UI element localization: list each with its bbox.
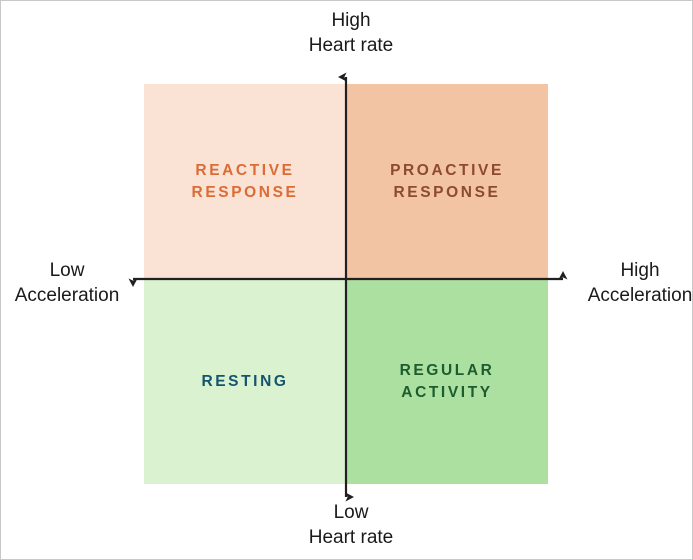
quadrant-label-proactive-response: PROACTIVE RESPONSE	[390, 161, 504, 201]
quadrant-label-reactive-response: REACTIVE RESPONSE	[191, 161, 299, 201]
axis-label-low-heart-rate: Low Heart rate	[308, 502, 394, 548]
quadrant-matrix: REACTIVE RESPONSE PROACTIVE RESPONSE RES…	[144, 84, 548, 484]
axis-label-high-acceleration: High Acceleration	[587, 260, 693, 306]
quadrant-resting: RESTING	[144, 279, 346, 484]
axis-label-low-acceleration: Low Acceleration	[14, 260, 120, 306]
axis-label-high-heart-rate: High Heart rate	[308, 10, 394, 56]
quadrant-proactive-response: PROACTIVE RESPONSE	[346, 84, 548, 279]
quadrant-label-resting: RESTING	[201, 372, 289, 390]
quadrant-reactive-response: REACTIVE RESPONSE	[144, 84, 346, 279]
quadrant-regular-activity: REGULAR ACTIVITY	[346, 279, 548, 484]
quadrant-label-regular-activity: REGULAR ACTIVITY	[399, 361, 495, 401]
